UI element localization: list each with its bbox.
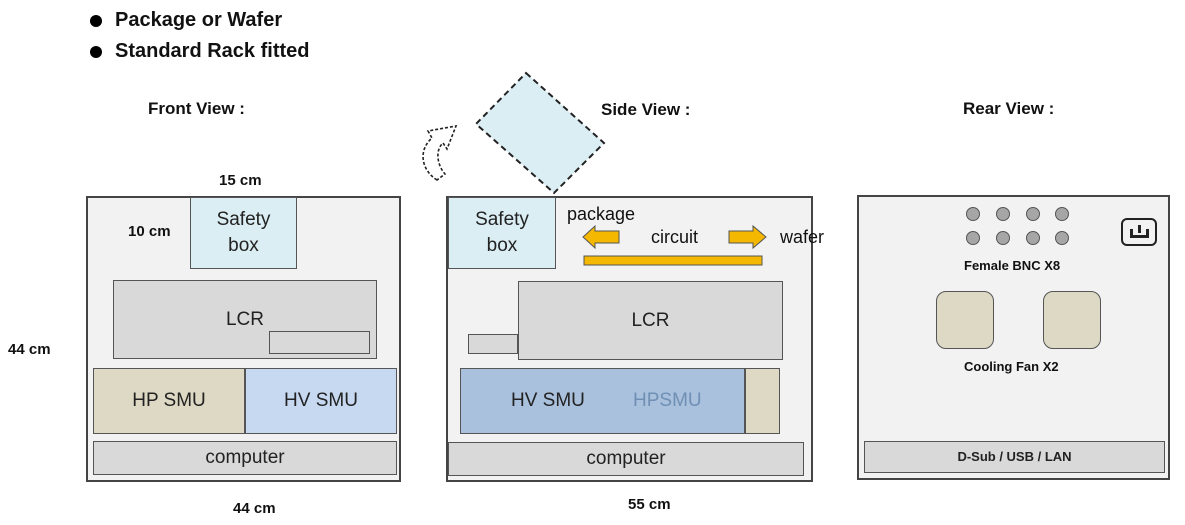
rack-height-dimension: 44 cm (8, 341, 51, 358)
front-hv-smu: HV SMU (245, 368, 397, 434)
computer-label: computer (586, 448, 666, 470)
side-view-rack: Safety box package circuit wafer LCR HV … (446, 196, 824, 482)
safety-box-label-1: Safety (475, 209, 529, 231)
side-hv-smu: HV SMU HPSMU (460, 368, 745, 434)
safety-box-label-2: box (228, 235, 259, 256)
circuit-label: circuit (651, 227, 699, 247)
power-socket-icon (1121, 218, 1157, 246)
circuit-board (583, 255, 763, 266)
side-hp-smu-edge (745, 368, 780, 434)
side-computer: computer (448, 442, 804, 476)
bnc-label: Female BNC X8 (964, 258, 1061, 273)
package-label: package (567, 204, 636, 224)
computer-label: computer (205, 447, 285, 469)
lcr-connector (468, 334, 518, 354)
bullet-package-wafer: Package or Wafer (90, 9, 282, 32)
side-safety-box: Safety box (448, 197, 556, 269)
hv-smu-label: HV SMU (284, 390, 358, 412)
bnc-connector (1026, 207, 1040, 221)
bnc-connector (966, 207, 980, 221)
cooling-fan (1043, 291, 1101, 349)
wafer-label: wafer (780, 227, 825, 247)
front-computer: computer (93, 441, 397, 475)
ports-label: D-Sub / USB / LAN (957, 449, 1072, 465)
wafer-arrow (728, 224, 767, 250)
bnc-connector (996, 231, 1010, 245)
lcr-label: LCR (225, 308, 264, 330)
bnc-connector (996, 207, 1010, 221)
front-view-title: Front View : (148, 99, 245, 118)
bullet-dot (90, 45, 102, 58)
bnc-connector (1055, 207, 1069, 221)
bnc-connector (966, 231, 980, 245)
hv-smu-label: HV SMU (511, 390, 585, 412)
bullet-dot (90, 14, 102, 27)
safety-box-label-1: Safety (216, 209, 271, 231)
bnc-connector (1026, 231, 1040, 245)
hpsmu-label: HPSMU (633, 390, 702, 412)
safety-box-label-2: box (486, 235, 518, 256)
front-lcr-unit: LCR (113, 280, 377, 359)
cooling-fan (936, 291, 994, 349)
bnc-connector (1055, 231, 1069, 245)
package-arrow (582, 224, 620, 250)
rack-width-dimension: 44 cm (233, 500, 276, 517)
front-hp-smu: HP SMU (93, 368, 245, 434)
side-lcr-unit: LCR (518, 281, 783, 360)
front-height-dimension: 10 cm (128, 223, 171, 240)
hp-smu-label: HP SMU (132, 390, 206, 412)
tilted-safety-lid (474, 71, 606, 195)
front-view-rack: 10 cm Safety box LCR HP SMU HV SMU compu… (86, 196, 401, 482)
lcr-label: LCR (631, 309, 670, 331)
cooling-fan-label: Cooling Fan X2 (964, 359, 1059, 374)
lcr-panel-slot (269, 331, 370, 354)
side-depth-dimension: 55 cm (628, 496, 671, 513)
front-width-dimension: 15 cm (219, 172, 262, 189)
bullet-text: Package or Wafer (115, 9, 283, 31)
rear-ports-panel: D-Sub / USB / LAN (864, 441, 1165, 473)
side-view-title: Side View : (601, 100, 691, 119)
rotate-arrow-icon (422, 124, 458, 181)
bullet-text: Standard Rack fitted (115, 40, 310, 62)
rear-view-title: Rear View : (963, 99, 1055, 118)
rear-view-rack: Female BNC X8 Cooling Fan X2 D-Sub / USB… (857, 195, 1170, 480)
bullet-standard-rack: Standard Rack fitted (90, 40, 309, 63)
front-safety-box: Safety box (190, 197, 297, 269)
